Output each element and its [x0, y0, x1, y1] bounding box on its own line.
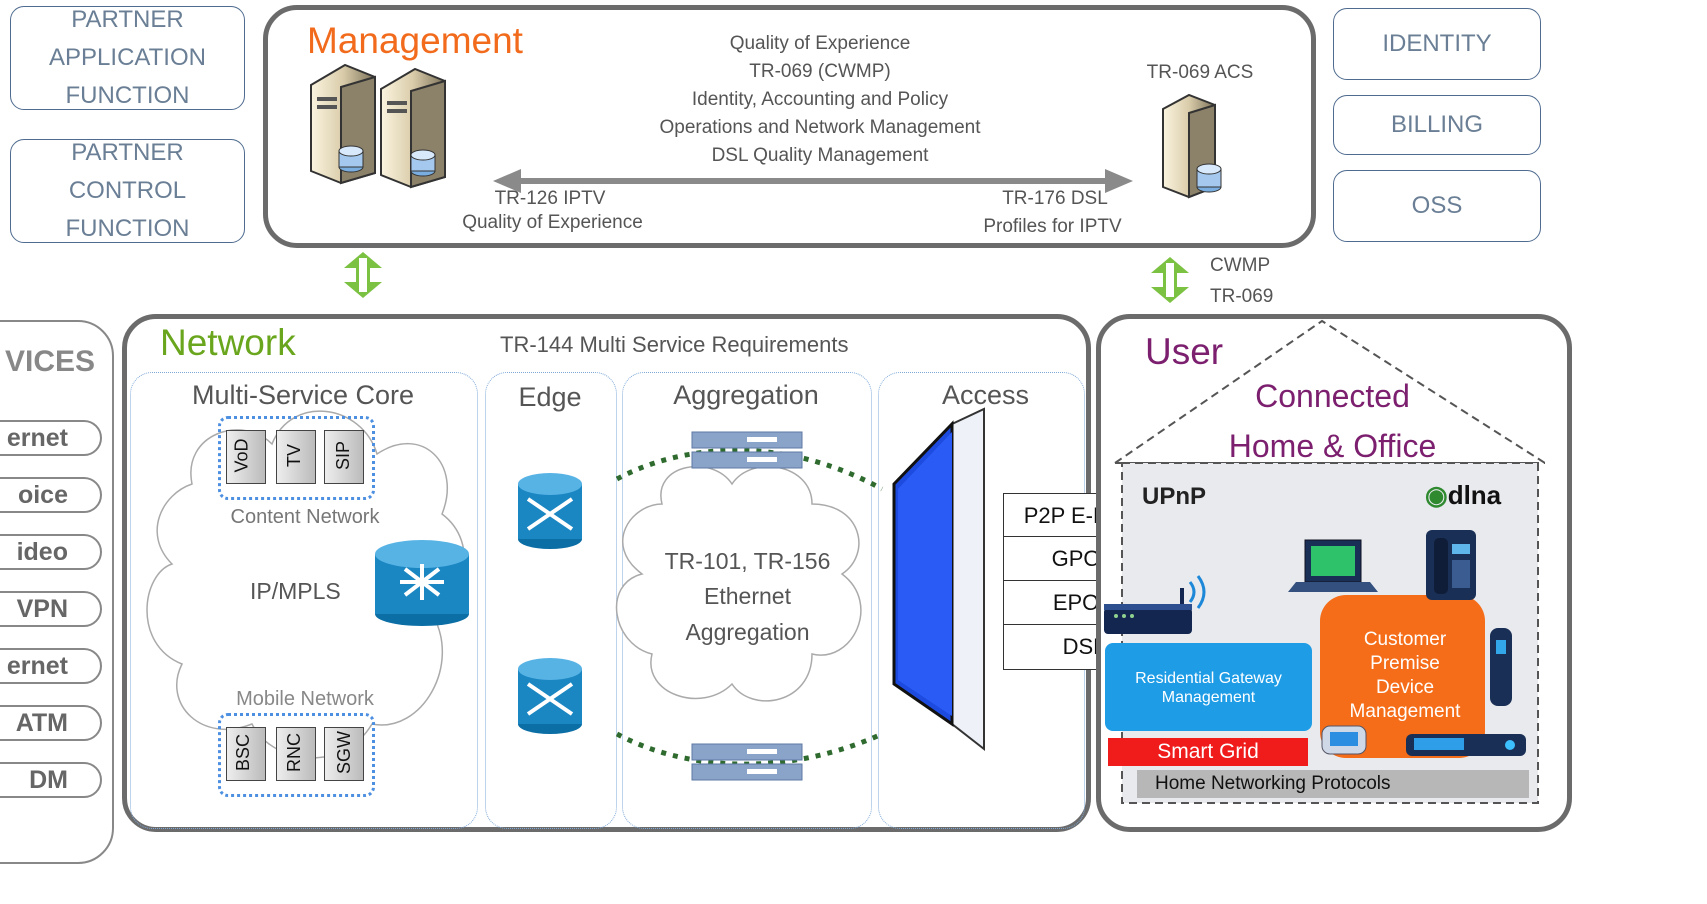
service-tdm: DM	[0, 762, 102, 798]
management-graphics	[310, 63, 1222, 199]
content-network-label: Content Network	[230, 506, 380, 528]
content-network-box	[218, 416, 375, 500]
cpd-management-label: Customer Premise Device Management	[1349, 629, 1461, 722]
tr126-label: TR-126 IPTV	[494, 188, 606, 209]
mobile-network-label: Mobile Network	[236, 688, 374, 710]
partner-application-function-box: PARTNER APPLICATION FUNCTION	[10, 6, 245, 110]
qoe-label: Quality of Experience	[462, 212, 643, 233]
access-title: Access	[941, 380, 1030, 410]
management-title: Management	[307, 20, 523, 61]
service-vpn: VPN	[0, 591, 102, 627]
core-column	[130, 372, 478, 829]
services-title: VICES	[5, 345, 96, 378]
service-ethernet: ernet	[0, 648, 102, 684]
management-feature-2: TR-069 (CWMP)	[749, 61, 891, 82]
aggregation-label: Aggregation	[685, 619, 810, 645]
smart-grid-bar: Smart Grid	[1108, 738, 1308, 766]
content-item-tv: TV	[276, 430, 316, 484]
connected-label: Connected	[1255, 378, 1410, 414]
updown-arrow-right	[1151, 257, 1189, 303]
acs-label: TR-069 ACS	[1146, 62, 1254, 83]
core-router-icon	[375, 540, 469, 626]
identity-box: IDENTITY	[1333, 8, 1541, 80]
home-office-label: Home & Office	[1228, 428, 1437, 464]
remote-icon	[1490, 628, 1512, 706]
cwmp-label: CWMP	[1210, 255, 1271, 276]
partner-control-function-box: PARTNER CONTROL FUNCTION	[10, 139, 245, 243]
management-feature-5: DSL Quality Management	[711, 145, 929, 166]
smart-meter-icon	[1406, 734, 1526, 756]
acs-server-icon	[1162, 93, 1222, 199]
rg-management-label: Residential Gateway Management	[1135, 670, 1282, 706]
mobile-item-rnc: RNC	[276, 727, 316, 781]
rg-management-box	[1105, 643, 1312, 731]
user-title: User	[1145, 331, 1224, 372]
content-item-sip: SIP	[324, 430, 364, 484]
laptop-icon	[1288, 539, 1378, 592]
upnp-logo: UPnP	[1142, 483, 1207, 510]
desk-phone-icon	[1426, 530, 1476, 600]
user-devices	[1104, 530, 1526, 756]
profiles-iptv-label: Profiles for IPTV	[983, 216, 1122, 237]
network-title: Network	[160, 322, 296, 363]
billing-box: BILLING	[1333, 95, 1541, 155]
mobile-item-bsc: BSC	[226, 727, 266, 781]
tr069-label: TR-069	[1210, 286, 1274, 307]
aggregation-switch-top	[691, 431, 803, 469]
mobile-item-sgw: SGW	[324, 727, 364, 781]
aggregation-standards: TR-101, TR-156	[664, 548, 831, 574]
service-voice: oice	[0, 477, 102, 513]
content-item-vod: VoD	[226, 430, 266, 484]
updown-arrow-left	[344, 252, 382, 298]
aggregation-title: Aggregation	[673, 380, 819, 410]
server-icon-middle	[380, 67, 446, 189]
network-graphics	[146, 407, 985, 781]
ipmpls-label: IP/MPLS	[250, 578, 341, 604]
gateway-router-icon	[1104, 575, 1206, 634]
thermostat-icon	[1321, 725, 1367, 755]
service-atm: ATM	[0, 705, 102, 741]
network-subtitle: TR-144 Multi Service Requirements	[500, 332, 849, 357]
edge-title: Edge	[518, 382, 582, 412]
management-feature-3: Identity, Accounting and Policy	[691, 89, 949, 110]
home-networking-bar: Home Networking Protocols	[1137, 770, 1529, 798]
edge-router-icon-top	[518, 473, 582, 549]
dlna-logo: ◉dlna	[1425, 480, 1502, 510]
mobile-network-box	[218, 713, 375, 797]
edge-router-icon-bottom	[518, 658, 582, 734]
management-feature-1: Quality of Experience	[729, 33, 911, 54]
oss-box: OSS	[1333, 170, 1541, 242]
aggregation-switch-bottom	[691, 743, 803, 781]
management-feature-4: Operations and Network Management	[659, 117, 981, 138]
service-internet: ernet	[0, 420, 102, 456]
management-double-arrow	[493, 169, 1133, 193]
server-icon-left	[310, 63, 376, 185]
access-rack-icon	[892, 407, 985, 752]
tr176-label: TR-176 DSL	[1002, 188, 1108, 209]
service-video: ideo	[0, 534, 102, 570]
aggregation-ethernet: Ethernet	[704, 583, 791, 609]
core-title: Multi-Service Core	[191, 380, 415, 410]
